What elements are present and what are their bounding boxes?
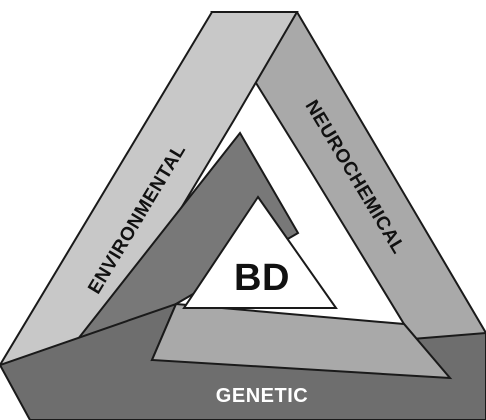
center-label: BD xyxy=(234,257,290,299)
center-triangle xyxy=(182,195,338,309)
bottom-inner-shelf xyxy=(150,302,453,380)
bottom-side-label: GENETIC xyxy=(216,385,308,407)
